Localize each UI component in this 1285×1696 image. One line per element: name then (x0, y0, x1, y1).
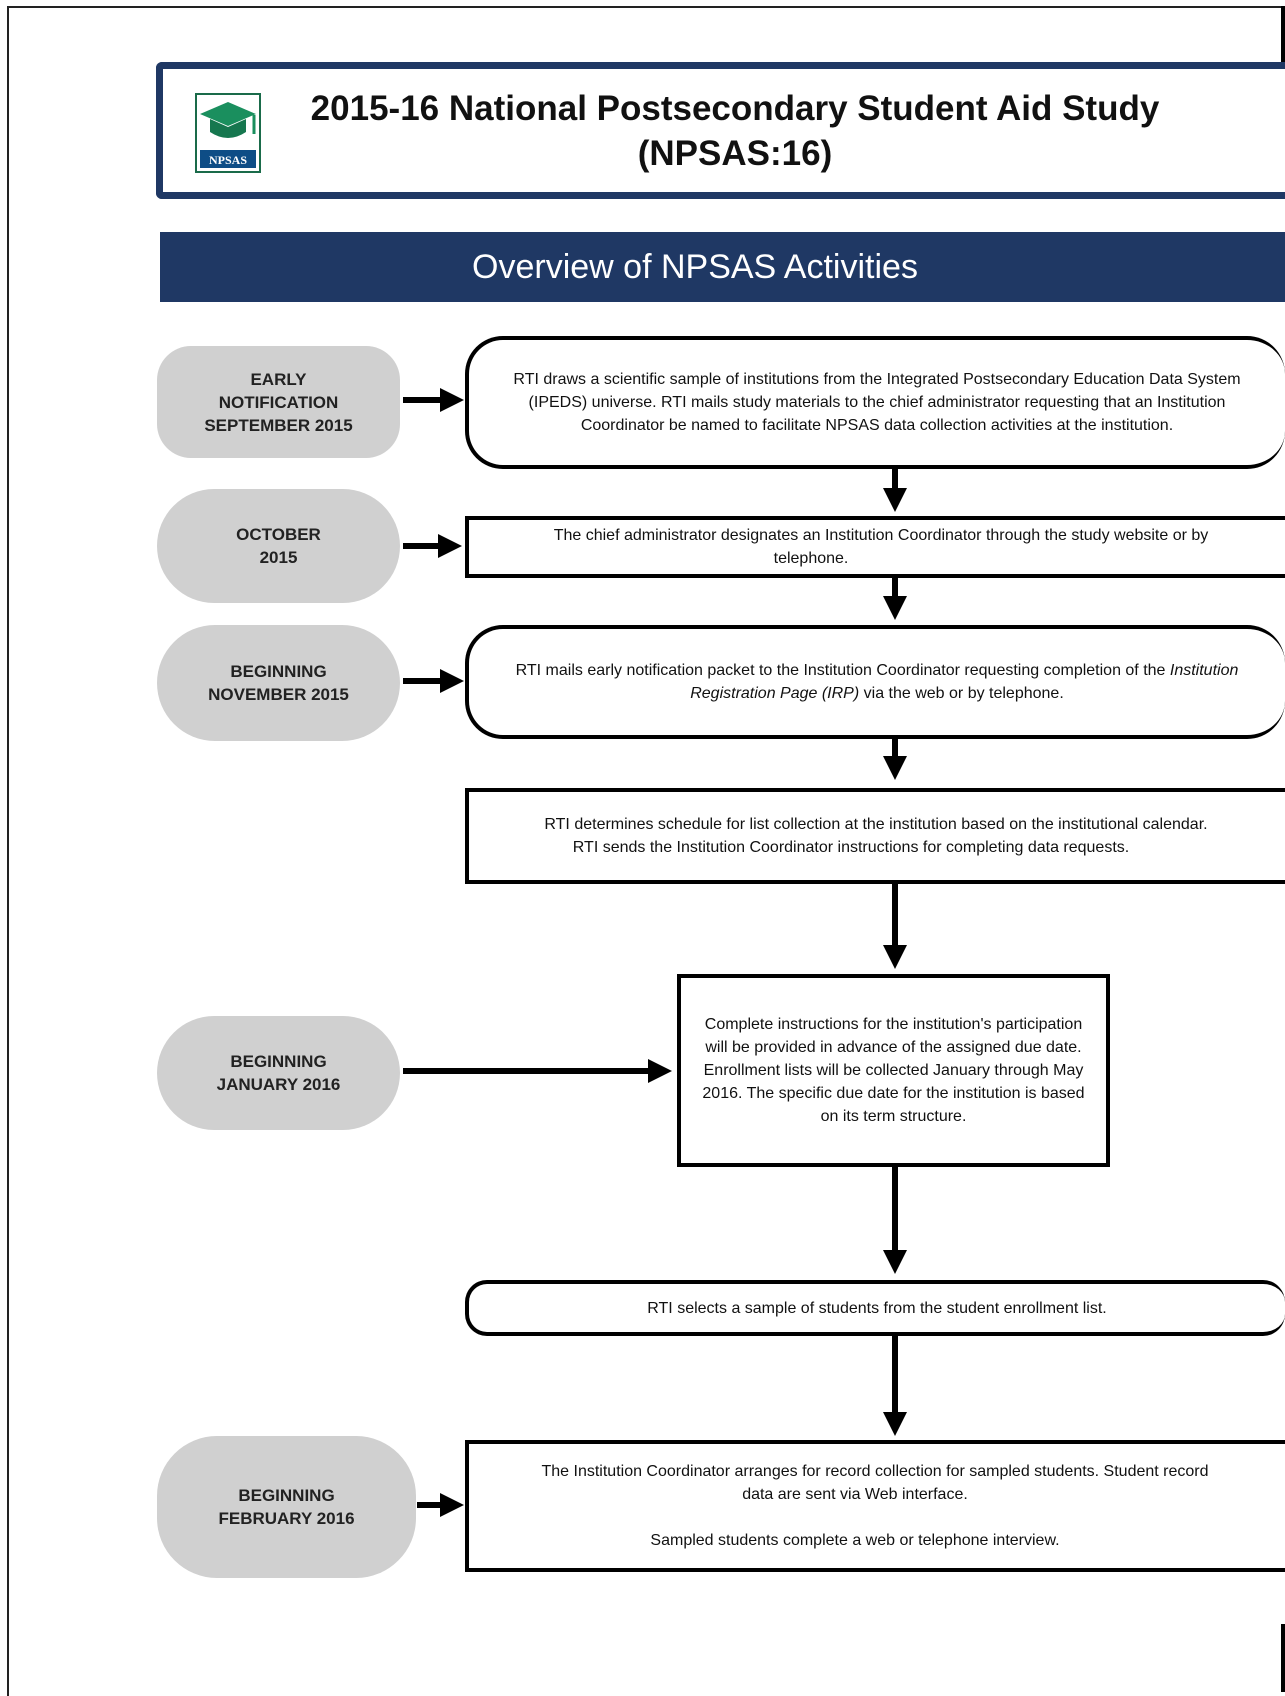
title-box (156, 62, 1285, 199)
page-edge-mark-bottom (1281, 1624, 1285, 1692)
timeline-january-2016: BEGINNING JANUARY 2016 (157, 1016, 400, 1130)
svg-text:NPSAS: NPSAS (209, 153, 247, 167)
timeline-february-2016: BEGINNING FEBRUARY 2016 (157, 1436, 416, 1578)
section-banner: Overview of NPSAS Activities (160, 232, 1285, 302)
step-complete-instructions: Complete instructions for the institutio… (677, 974, 1110, 1167)
npsas-logo: NPSAS (195, 93, 261, 173)
step-record-collection: The Institution Coordinator arranges for… (465, 1440, 1285, 1572)
title-line-2: (NPSAS:16) (637, 134, 833, 173)
page-frame (7, 6, 1285, 1696)
step-sample-institutions: RTI draws a scientific sample of institu… (465, 336, 1285, 469)
step-designate-coordinator: The chief administrator designates an In… (465, 516, 1285, 578)
step-select-students: RTI selects a sample of students from th… (465, 1280, 1285, 1336)
page-title: 2015-16 National Postsecondary Student A… (285, 86, 1185, 176)
timeline-early-notification-sep-2015: EARLY NOTIFICATION SEPTEMBER 2015 (157, 346, 400, 458)
step-determine-schedule: RTI determines schedule for list collect… (465, 788, 1285, 884)
timeline-october-2015: OCTOBER 2015 (157, 489, 400, 603)
title-line-1: 2015-16 National Postsecondary Student A… (310, 89, 1160, 128)
step3-text: RTI mails early notification packet to t… (515, 662, 1239, 702)
timeline-november-2015: BEGINNING NOVEMBER 2015 (157, 625, 400, 741)
banner-text: Overview of NPSAS Activities (472, 248, 918, 286)
step-early-notification-packet: RTI mails early notification packet to t… (465, 625, 1285, 739)
page-edge-mark-top (1281, 6, 1285, 62)
